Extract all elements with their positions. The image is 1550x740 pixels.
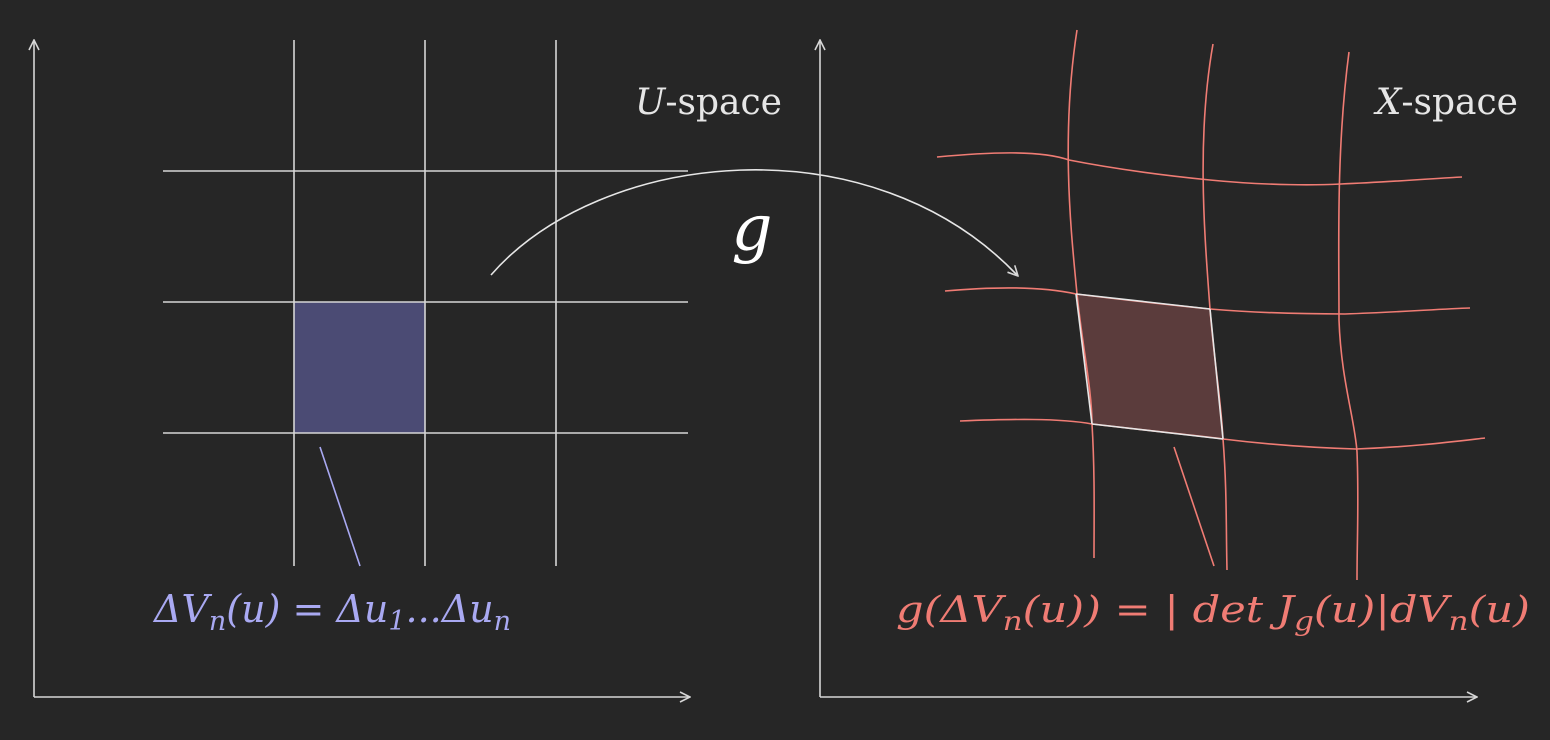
x-volume-edge <box>1091 423 1224 440</box>
x-space-volume-cell <box>1076 294 1223 439</box>
u-space-panel: U-space ΔVn(u) = Δu1...Δun <box>34 40 782 697</box>
x-volume-edge <box>1075 293 1211 310</box>
x-space-label: X-space <box>1373 82 1518 123</box>
u-volume-formula: ΔVn(u) = Δu1...Δun <box>152 587 511 637</box>
map-arrow <box>490 169 1018 276</box>
u-volume-pointer <box>319 446 361 567</box>
x-volume-edge <box>1209 308 1224 440</box>
map-symbol: g <box>732 192 773 266</box>
x-grid-curve-vertical <box>1067 29 1095 559</box>
u-space-grid <box>163 40 688 566</box>
x-volume-pointer <box>1173 446 1215 567</box>
u-space-label: U-space <box>635 82 782 123</box>
u-space-volume-cell <box>294 302 425 433</box>
x-grid-curve-horizontal <box>936 152 1463 186</box>
x-grid-curve-vertical <box>1202 43 1228 571</box>
map-g: g <box>490 169 1018 276</box>
x-space-volume-outline <box>1075 293 1224 440</box>
x-grid-curve-vertical <box>1337 51 1359 581</box>
x-volume-edge <box>1075 293 1093 425</box>
